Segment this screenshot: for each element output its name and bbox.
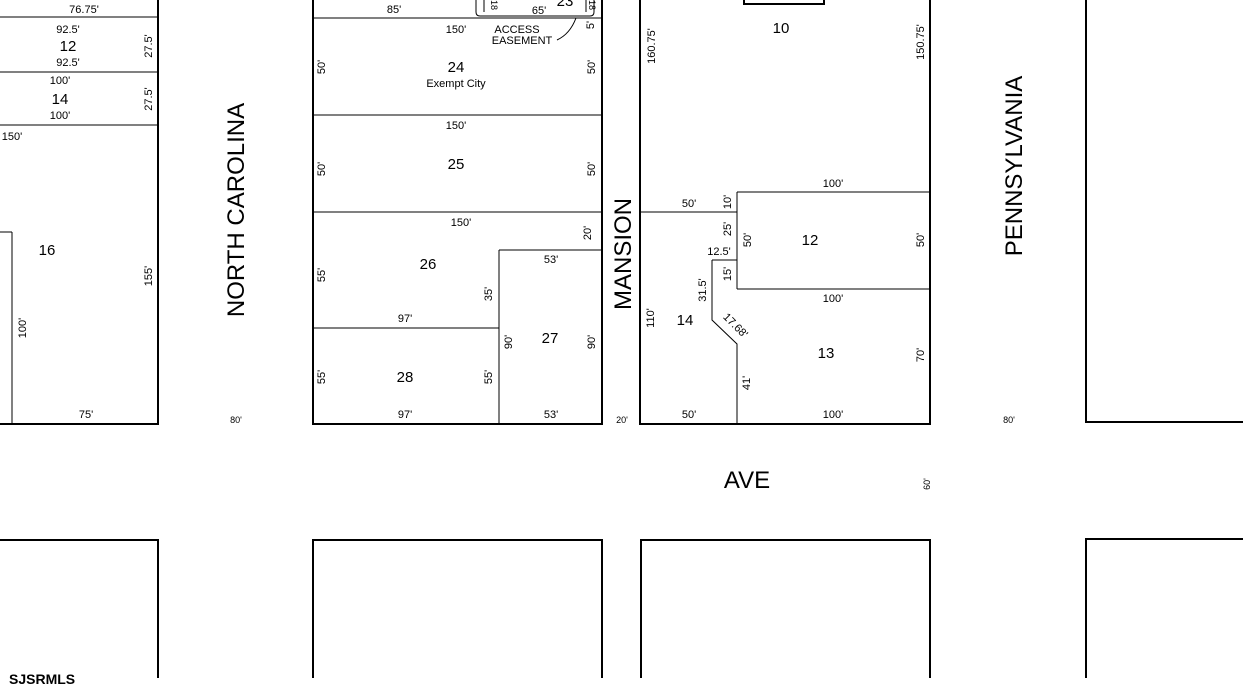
- street-width-label: 20': [616, 415, 628, 425]
- left-block: 76.75' 92.5' 12 92.5' 27.5' 100' 14 100'…: [0, 0, 159, 425]
- easement-outline: [475, 0, 595, 17]
- dim-label: 150': [446, 120, 466, 132]
- lower-block-outline: [312, 539, 603, 678]
- dim-label: 50': [586, 60, 598, 74]
- dim-label: 25': [722, 222, 734, 236]
- dim-label: 100': [823, 178, 843, 190]
- lot-number: 12: [60, 38, 77, 55]
- street-width-label: 80': [1003, 415, 1015, 425]
- dim-label: 150': [2, 131, 22, 143]
- dim-label: 18: [587, 0, 597, 10]
- dim-label: 160.75': [646, 28, 658, 64]
- dim-label: 100': [50, 110, 70, 122]
- easement-label: ACCESS: [494, 24, 539, 36]
- lot-number: 12: [802, 232, 819, 249]
- dim-label: 50': [316, 60, 328, 74]
- dim-label: 50': [915, 233, 927, 247]
- street-width-label: 60': [922, 478, 932, 490]
- lot-number: 23: [557, 0, 574, 10]
- building-outline: [743, 0, 825, 5]
- lot-number: 27: [542, 330, 559, 347]
- dim-label: 17.68': [720, 311, 749, 340]
- street-width-label: 80': [230, 415, 242, 425]
- dim-label: 55': [483, 370, 495, 384]
- lower-block-outline: [1085, 538, 1243, 678]
- dim-label: 12.5': [707, 246, 731, 258]
- lot-line: [711, 260, 738, 424]
- street-name-ave: AVE: [724, 467, 770, 494]
- dim-label: 65': [532, 5, 546, 17]
- dim-label: 150': [446, 24, 466, 36]
- dim-label: 70': [915, 348, 927, 362]
- dim-label: 90': [586, 335, 598, 349]
- dim-label: 150.75': [915, 24, 927, 60]
- street-name-pennsylvania: PENNSYLVANIA: [1001, 76, 1028, 257]
- dim-label: 18: [489, 0, 499, 10]
- dim-label: 35': [483, 287, 495, 301]
- dim-label: 50': [682, 409, 696, 421]
- dim-label: 55': [316, 370, 328, 384]
- dim-label: 53': [544, 254, 558, 266]
- dim-label: 31.5': [697, 278, 709, 302]
- dim-label: 41': [741, 376, 753, 390]
- dim-label: 50': [586, 162, 598, 176]
- lot-number: 16: [39, 242, 56, 259]
- dim-label: 100': [823, 293, 843, 305]
- map-credit: SJSRMLS: [9, 671, 76, 687]
- easement-label: EASEMENT: [492, 35, 553, 47]
- dim-label: 100': [823, 409, 843, 421]
- lot-number: 25: [448, 156, 465, 173]
- far-right-block-outline: [1085, 0, 1243, 423]
- right-block: 10 160.75' 150.75' 100' 50' 10' 25' 50' …: [639, 0, 931, 425]
- dim-label: 50': [742, 233, 754, 247]
- lot-number: 10: [773, 20, 790, 37]
- lot-number: 28: [397, 369, 414, 386]
- dim-label: 27.5': [143, 34, 155, 58]
- dim-label: 5': [585, 21, 597, 29]
- dim-label: 85': [387, 4, 401, 16]
- dim-label: 97': [398, 313, 412, 325]
- dim-label: 97': [398, 409, 412, 421]
- dim-label: 150': [451, 217, 471, 229]
- lower-block-outline: [0, 539, 159, 678]
- street-name-mansion: MANSION: [610, 198, 637, 310]
- lot-number: 14: [677, 312, 694, 329]
- street-name-north-carolina: NORTH CAROLINA: [223, 103, 250, 317]
- middle-block: 85' 18 65' 23 18 150' ACCESS EASEMENT 5'…: [312, 0, 603, 425]
- exempt-label: Exempt City: [426, 78, 486, 90]
- left-block-outline: [0, 0, 159, 425]
- dim-label: 100': [17, 318, 29, 338]
- dim-label: 27.5': [143, 87, 155, 111]
- dim-label: 90': [503, 335, 515, 349]
- dim-label: 15': [722, 267, 734, 281]
- dim-label: 20': [582, 226, 594, 240]
- lot-number: 24: [448, 59, 465, 76]
- dim-label: 10': [722, 195, 734, 209]
- dim-label: 75': [79, 409, 93, 421]
- lower-block-outline: [640, 539, 931, 678]
- dim-label: 92.5': [56, 57, 80, 69]
- dim-label: 50': [316, 162, 328, 176]
- dim-label: 110': [645, 308, 657, 328]
- dim-label: 100': [50, 75, 70, 87]
- lot-number: 13: [818, 345, 835, 362]
- dim-label: 155': [143, 266, 155, 286]
- dim-label: 53': [544, 409, 558, 421]
- easement-leader: [556, 17, 577, 41]
- dim-label: 76.75': [69, 4, 99, 16]
- dim-label: 55': [316, 268, 328, 282]
- dim-label: 92.5': [56, 24, 80, 36]
- lot-number: 14: [52, 91, 69, 108]
- dim-label: 50': [682, 198, 696, 210]
- lot-number: 26: [420, 256, 437, 273]
